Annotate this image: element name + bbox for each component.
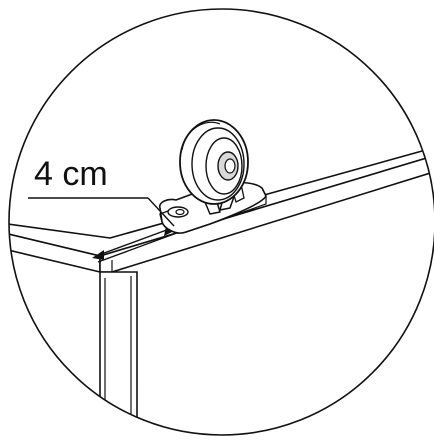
side-panel bbox=[99, 271, 138, 435]
magnifier-circle bbox=[8, 8, 434, 436]
caster-wheel bbox=[179, 119, 249, 205]
measurement-label: 4 cm bbox=[34, 155, 108, 193]
magnified-view bbox=[9, 119, 434, 435]
label-leader-line bbox=[147, 197, 175, 227]
board-side-edge bbox=[99, 153, 434, 273]
